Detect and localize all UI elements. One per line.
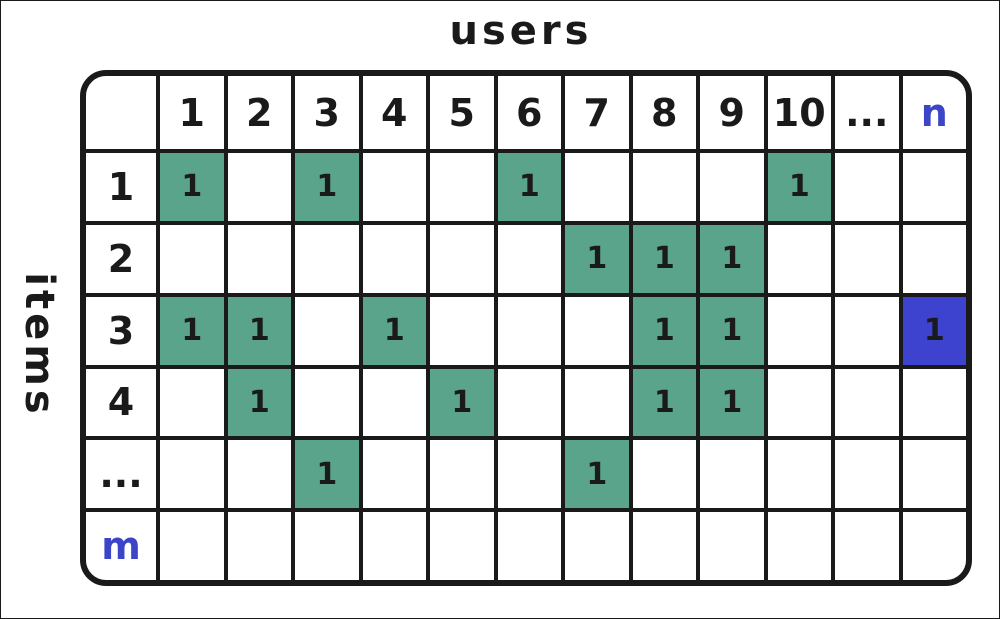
- row-header-4: 4: [86, 368, 156, 437]
- matrix-cell-r6-c10: [767, 512, 831, 580]
- matrix-cell-r5-c9: [700, 440, 764, 509]
- matrix-cell-r3-c11: [835, 296, 899, 365]
- matrix-cell-r6-c4: [362, 512, 426, 580]
- matrix-cell-r2-c2: [227, 224, 291, 293]
- matrix-cell-r6-c11: [835, 512, 899, 580]
- matrix-cell-r3-c2: 1: [227, 296, 291, 365]
- matrix-cell-r3-c10: [767, 296, 831, 365]
- matrix-cell-r4-c4: [362, 368, 426, 437]
- matrix-cell-r4-c8: 1: [632, 368, 696, 437]
- matrix-cell-r6-c1: [160, 512, 224, 580]
- matrix-cell-r5-c6: [497, 440, 561, 509]
- column-header-6: 6: [497, 76, 561, 149]
- row-header-1: 1: [86, 153, 156, 221]
- matrix-cell-r4-c1: [160, 368, 224, 437]
- matrix-cell-r6-c3: [295, 512, 359, 580]
- matrix-cell-r1-c11: [835, 153, 899, 221]
- column-header-12: n: [902, 76, 966, 149]
- column-header-1: 1: [160, 76, 224, 149]
- matrix-cell-r5-c12: [902, 440, 966, 509]
- matrix-cell-r3-c9: 1: [700, 296, 764, 365]
- matrix-cell-r6-c2: [227, 512, 291, 580]
- matrix-cell-r3-c7: [565, 296, 629, 365]
- matrix-cell-r3-c12: 1: [902, 296, 966, 365]
- matrix-cell-r5-c5: [430, 440, 494, 509]
- matrix-cell-r1-c8: [632, 153, 696, 221]
- column-header-10: 10: [767, 76, 831, 149]
- items-axis-label: items: [16, 272, 62, 418]
- matrix-cell-r1-c5: [430, 153, 494, 221]
- matrix-cell-r2-c5: [430, 224, 494, 293]
- matrix-cell-r4-c12: [902, 368, 966, 437]
- matrix-cell-r5-c11: [835, 440, 899, 509]
- matrix-corner-cell: [86, 76, 156, 149]
- matrix-cell-r5-c10: [767, 440, 831, 509]
- matrix-cell-r2-c8: 1: [632, 224, 696, 293]
- matrix-cell-r6-c12: [902, 512, 966, 580]
- matrix-cell-r1-c12: [902, 153, 966, 221]
- column-header-3: 3: [295, 76, 359, 149]
- matrix-cell-r3-c1: 1: [160, 296, 224, 365]
- matrix-cell-r4-c11: [835, 368, 899, 437]
- column-header-11: ...: [835, 76, 899, 149]
- matrix-cell-r4-c2: 1: [227, 368, 291, 437]
- matrix-cell-r2-c3: [295, 224, 359, 293]
- matrix-cell-r1-c2: [227, 153, 291, 221]
- matrix-cell-r2-c1: [160, 224, 224, 293]
- matrix-cell-r4-c3: [295, 368, 359, 437]
- matrix-cell-r5-c3: 1: [295, 440, 359, 509]
- column-header-7: 7: [565, 76, 629, 149]
- row-header-2: 2: [86, 224, 156, 293]
- matrix-cell-r4-c9: 1: [700, 368, 764, 437]
- row-header-6: m: [86, 512, 156, 580]
- matrix-cell-r5-c7: 1: [565, 440, 629, 509]
- matrix-cell-r5-c1: [160, 440, 224, 509]
- matrix-cell-r6-c9: [700, 512, 764, 580]
- matrix-cell-r1-c9: [700, 153, 764, 221]
- matrix-cell-r1-c1: 1: [160, 153, 224, 221]
- row-header-5: ...: [86, 440, 156, 509]
- matrix-cell-r1-c4: [362, 153, 426, 221]
- matrix-cell-r5-c2: [227, 440, 291, 509]
- column-header-2: 2: [227, 76, 291, 149]
- matrix-cell-r5-c8: [632, 440, 696, 509]
- matrix-cell-r4-c5: 1: [430, 368, 494, 437]
- row-header-3: 3: [86, 296, 156, 365]
- users-axis-label: users: [449, 8, 593, 54]
- matrix-cell-r2-c10: [767, 224, 831, 293]
- matrix-cell-r6-c8: [632, 512, 696, 580]
- matrix-cell-r2-c9: 1: [700, 224, 764, 293]
- matrix-cell-r1-c3: 1: [295, 153, 359, 221]
- matrix-cell-r3-c4: 1: [362, 296, 426, 365]
- matrix-cell-r3-c5: [430, 296, 494, 365]
- matrix-cell-r2-c6: [497, 224, 561, 293]
- matrix-cell-r6-c6: [497, 512, 561, 580]
- matrix-cell-r1-c7: [565, 153, 629, 221]
- matrix-cell-r2-c7: 1: [565, 224, 629, 293]
- column-header-4: 4: [362, 76, 426, 149]
- matrix-cell-r6-c7: [565, 512, 629, 580]
- column-header-5: 5: [430, 76, 494, 149]
- matrix-cell-r3-c8: 1: [632, 296, 696, 365]
- column-header-8: 8: [632, 76, 696, 149]
- matrix-cell-r5-c4: [362, 440, 426, 509]
- matrix-cell-r3-c3: [295, 296, 359, 365]
- matrix-cell-r2-c12: [902, 224, 966, 293]
- matrix-cell-r4-c6: [497, 368, 561, 437]
- matrix-cell-r6-c5: [430, 512, 494, 580]
- matrix-cell-r3-c6: [497, 296, 561, 365]
- matrix-cell-r4-c10: [767, 368, 831, 437]
- matrix-cell-r2-c4: [362, 224, 426, 293]
- matrix-cell-r1-c10: 1: [767, 153, 831, 221]
- matrix-cell-r2-c11: [835, 224, 899, 293]
- matrix-cell-r1-c6: 1: [497, 153, 561, 221]
- column-header-9: 9: [700, 76, 764, 149]
- matrix-cell-r4-c7: [565, 368, 629, 437]
